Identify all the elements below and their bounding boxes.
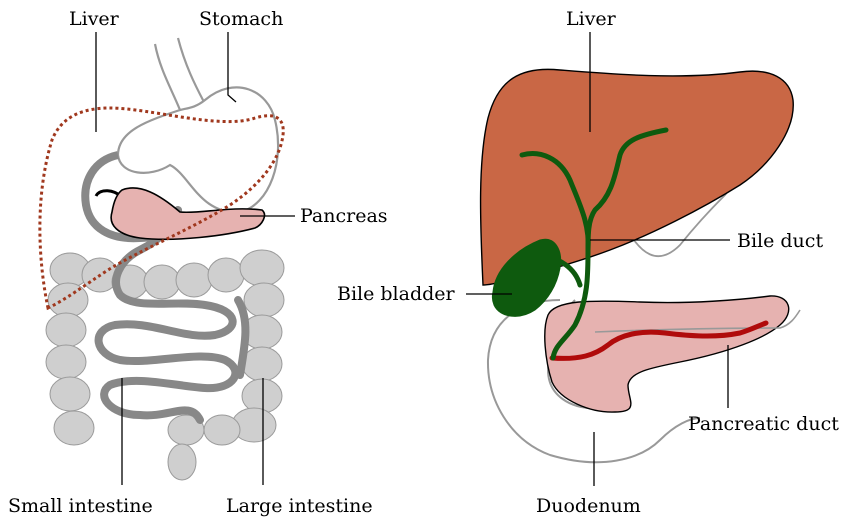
label-bile-bladder: Bile bladder [337,283,456,305]
large-intestine [46,250,284,480]
small-intestine [99,210,236,420]
label-pancreatic-duct: Pancreatic duct [688,413,839,435]
label-pancreas: Pancreas [300,205,388,227]
label-stomach: Stomach [199,8,283,30]
label-duodenum: Duodenum [536,495,641,517]
label-liver-left: Liver [69,8,120,30]
label-large-intestine: Large intestine [226,495,373,517]
bile-connector [96,191,120,196]
right-hepatobiliary-detail: Liver Bile duct Bile bladder Pancreatic … [337,8,839,517]
small-intestine-tail [238,300,245,375]
label-small-intestine: Small intestine [8,495,153,517]
label-bile-duct: Bile duct [737,230,823,252]
left-digestive-overview: Liver Stomach Pancreas Small intestine L… [8,8,388,517]
esophagus [155,38,204,110]
label-liver-right: Liver [566,8,617,30]
